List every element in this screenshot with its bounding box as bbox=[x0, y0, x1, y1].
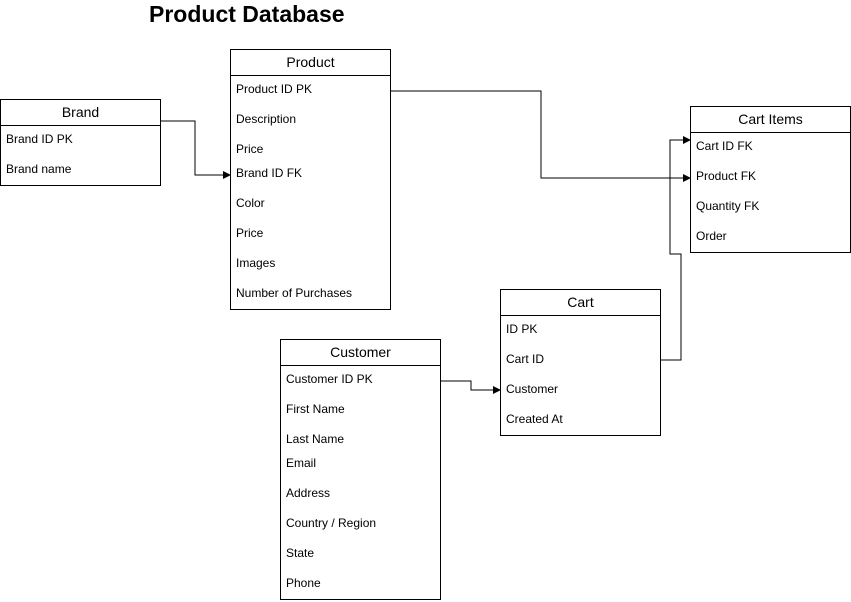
field-country-region: Country / Region bbox=[286, 516, 377, 530]
field-product-id: Product ID PK bbox=[236, 82, 313, 96]
diagram-title: Product Database bbox=[149, 1, 345, 27]
entity-product-title: Product bbox=[231, 50, 390, 76]
field-price-2: Price bbox=[236, 226, 264, 240]
field-id-pk: ID PK bbox=[506, 322, 538, 336]
entity-cart[interactable]: Cart ID PK Cart ID Customer Created At bbox=[500, 289, 661, 436]
field-quantity-fk: Quantity FK bbox=[696, 199, 760, 213]
field-cart-id: Cart ID bbox=[506, 352, 545, 366]
entity-cart-title: Cart bbox=[501, 290, 660, 316]
field-brand-name: Brand name bbox=[6, 162, 72, 176]
field-phone: Phone bbox=[286, 576, 321, 590]
entity-cart-items[interactable]: Cart Items Cart ID FK Product FK Quantit… bbox=[690, 106, 851, 253]
entity-brand-title: Brand bbox=[1, 100, 160, 126]
field-price: Price bbox=[236, 142, 264, 156]
field-brand-id: Brand ID PK bbox=[6, 132, 73, 146]
field-customer: Customer bbox=[506, 382, 559, 396]
entity-customer[interactable]: Customer Customer ID PK First Name Last … bbox=[280, 339, 441, 600]
entity-brand[interactable]: Brand Brand ID PK Brand name bbox=[0, 99, 161, 186]
field-last-name: Last Name bbox=[286, 432, 345, 446]
field-state: State bbox=[286, 546, 315, 560]
field-description: Description bbox=[236, 112, 297, 126]
field-color: Color bbox=[236, 196, 265, 210]
connector-product-cart-items bbox=[391, 90, 691, 182]
field-number-of-purchases: Number of Purchases bbox=[236, 286, 353, 300]
connector-customer-cart bbox=[441, 380, 501, 394]
field-address: Address bbox=[286, 486, 331, 500]
entity-customer-title: Customer bbox=[281, 340, 440, 366]
connector-cart-cart-items bbox=[661, 136, 691, 361]
field-created-at: Created At bbox=[506, 412, 563, 426]
field-email: Email bbox=[286, 456, 317, 470]
entity-product[interactable]: Product Product ID PK Description Price … bbox=[230, 49, 391, 310]
field-cart-id-fk: Cart ID FK bbox=[696, 139, 753, 153]
field-product-fk: Product FK bbox=[696, 169, 757, 183]
entity-cart-items-title: Cart Items bbox=[691, 107, 850, 133]
field-first-name: First Name bbox=[286, 402, 345, 416]
field-brand-id-fk: Brand ID FK bbox=[236, 166, 303, 180]
connector-brand-product bbox=[161, 120, 231, 179]
field-customer-id: Customer ID PK bbox=[286, 372, 373, 386]
field-images: Images bbox=[236, 256, 276, 270]
field-order: Order bbox=[696, 229, 727, 243]
